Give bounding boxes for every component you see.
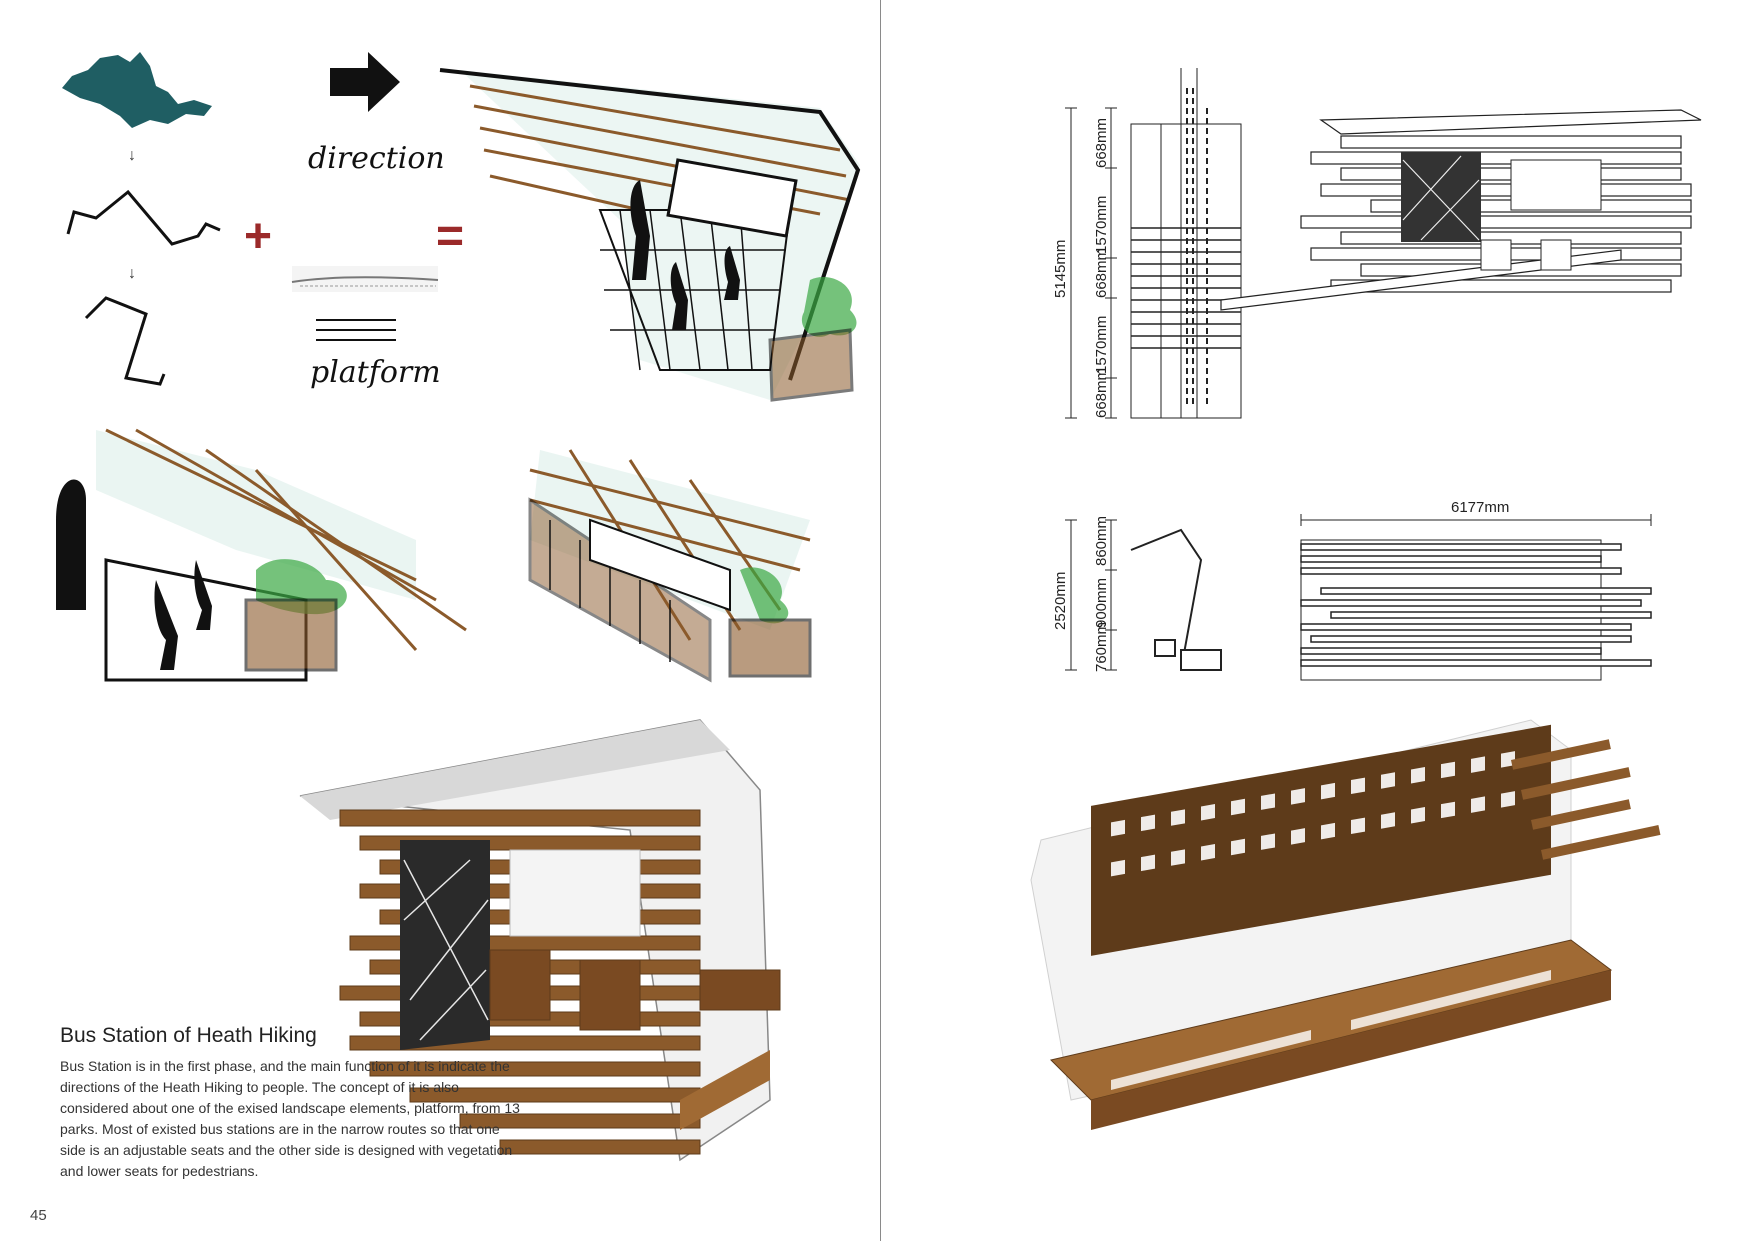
elevation-drawing: 5145mm 668mm 1570mm 668mm 1570mm 668mm bbox=[1052, 68, 1242, 419]
plan-total-width: 6177mm bbox=[1451, 499, 1509, 516]
platform-photo bbox=[291, 266, 439, 292]
concept-diagram: ↓ ↓ + direction platform = bbox=[62, 52, 861, 402]
direction-label: direction bbox=[308, 141, 445, 176]
platform-lines bbox=[316, 319, 396, 341]
plus-sign: + bbox=[244, 210, 272, 263]
elevation-dim-e: 668mm bbox=[1093, 368, 1110, 418]
detail-sketch-right bbox=[528, 449, 812, 683]
plan-drawing: 6177mm bbox=[1300, 499, 1652, 681]
elevation-dim-c: 668mm bbox=[1093, 248, 1110, 298]
detail-sketch-left bbox=[56, 428, 467, 682]
down-arrow-1: ↓ bbox=[128, 147, 136, 164]
bus-station-render bbox=[299, 719, 781, 1162]
bus-station-sketch-perspective bbox=[439, 68, 861, 402]
equals-sign: = bbox=[436, 210, 464, 263]
page-description: Bus Station is in the first phase, and t… bbox=[60, 1058, 520, 1179]
park-map-shape bbox=[62, 52, 212, 128]
direction-arrow-icon bbox=[330, 52, 400, 112]
left-page: ↓ ↓ + direction platform = bbox=[30, 52, 861, 1224]
right-page: 5145mm 668mm 1570mm 668mm 1570mm 668mm bbox=[881, 0, 1754, 1241]
section-drawing: 2520mm 860mm 900mm 760mm bbox=[1052, 516, 1222, 672]
page-number: 45 bbox=[30, 1207, 47, 1224]
elevation-dim-d: 1570mm bbox=[1093, 316, 1110, 374]
section-total-height: 2520mm bbox=[1052, 572, 1069, 630]
section-dim-top: 860mm bbox=[1093, 516, 1110, 566]
wood-structure-render bbox=[1030, 719, 1661, 1130]
platform-label: platform bbox=[310, 355, 441, 390]
elevation-total-height: 5145mm bbox=[1052, 240, 1069, 298]
route-hook-sketch bbox=[84, 296, 166, 386]
route-zigzag-sketch bbox=[66, 189, 221, 246]
section-dim-mid: 900mm bbox=[1093, 578, 1110, 628]
isometric-line-drawing bbox=[1220, 109, 1702, 311]
section-dim-bottom: 760mm bbox=[1093, 622, 1110, 672]
down-arrow-2: ↓ bbox=[128, 265, 136, 282]
elevation-dim-a: 668mm bbox=[1093, 118, 1110, 168]
page-title: Bus Station of Heath Hiking bbox=[60, 1024, 317, 1047]
elevation-dim-b: 1570mm bbox=[1093, 196, 1110, 254]
spread-divider bbox=[880, 0, 881, 1241]
